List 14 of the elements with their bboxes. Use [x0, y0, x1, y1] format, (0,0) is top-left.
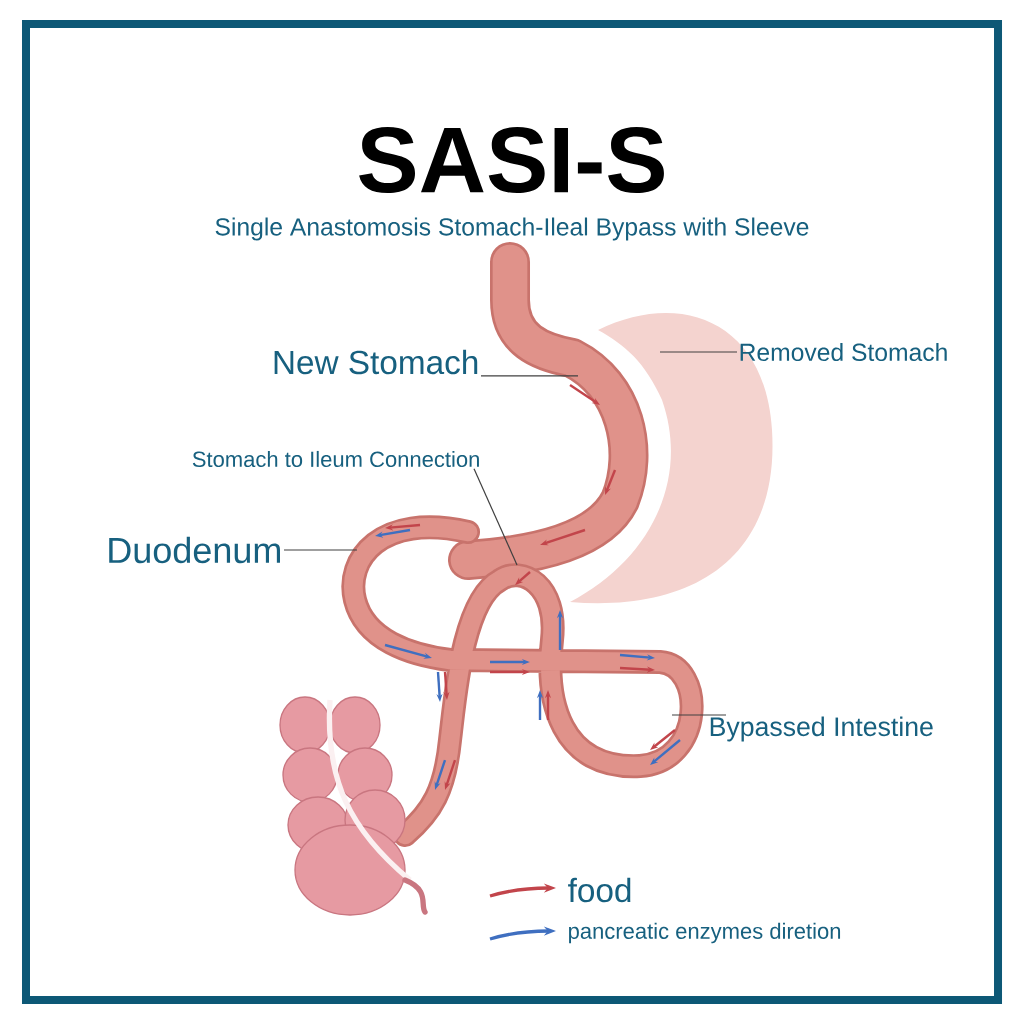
leader-line	[283, 549, 358, 551]
part-label: New Stomach	[274, 349, 478, 375]
leader-line	[480, 375, 579, 377]
part-label: Stomach to Ileum Connection	[192, 450, 479, 468]
part-label: Duodenum	[109, 536, 280, 564]
part-label: Bypassed Intestine	[710, 716, 933, 742]
title: SASI-S	[359, 126, 664, 194]
part-label: Removed Stomach	[740, 342, 947, 362]
legend-label: pancreatic enzymes diretion	[569, 922, 841, 944]
subtitle: Single Anastomosis Stomach-Ileal Bypass with Sleeve	[215, 217, 809, 241]
leader-line	[659, 351, 738, 353]
leader-line	[671, 714, 727, 716]
leader-line	[473, 468, 518, 566]
legend-label: food	[568, 877, 631, 903]
